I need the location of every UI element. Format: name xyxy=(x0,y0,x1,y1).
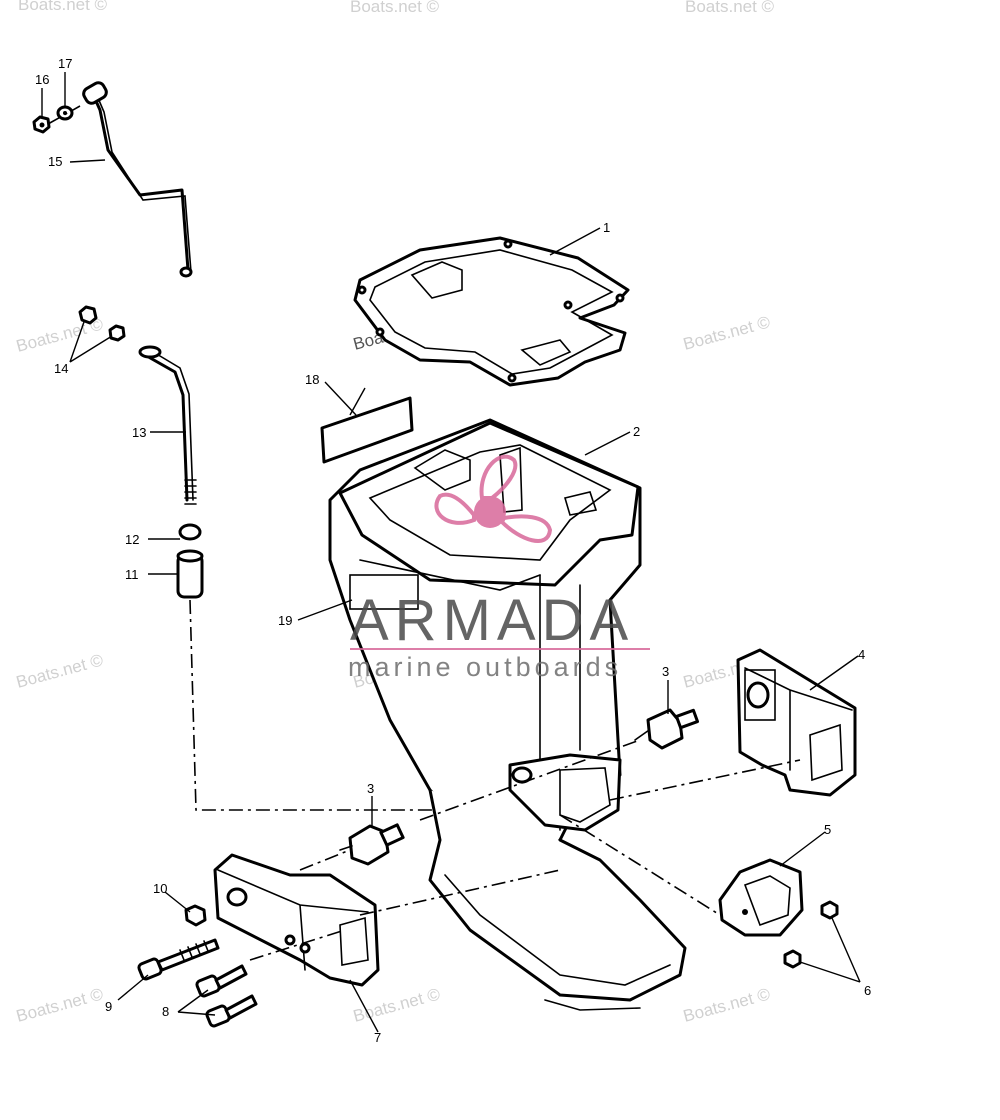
part-7-mount-bracket xyxy=(213,853,380,987)
assembly-line xyxy=(609,759,801,801)
assembly-line xyxy=(419,739,641,821)
callout-18: 18 xyxy=(305,372,319,387)
watermark: Boats.net © xyxy=(350,0,440,16)
callout-5: 5 xyxy=(824,822,831,837)
callout-19: 19 xyxy=(278,613,292,628)
callout-4: 4 xyxy=(858,647,865,662)
callout-17: 17 xyxy=(58,56,72,71)
brand-tagline: marine outboards xyxy=(348,652,622,682)
callout-6: 6 xyxy=(864,983,871,998)
part-2-driveshaft-housing xyxy=(328,418,687,1011)
callout-16: 16 xyxy=(35,72,49,87)
callout-7: 7 xyxy=(374,1030,381,1045)
assembly-line xyxy=(299,849,351,871)
part-6-bolts xyxy=(783,900,839,969)
part-1-gasket xyxy=(353,236,630,387)
assembly-line xyxy=(189,599,520,811)
watermark: Boats.net © xyxy=(351,984,442,1026)
callout-10: 10 xyxy=(153,881,167,896)
part-9-bolt xyxy=(137,938,220,981)
callout-14: 14 xyxy=(54,361,68,376)
part-19-decal xyxy=(349,574,419,610)
watermark: Boats.net © xyxy=(14,984,105,1026)
leader-lines xyxy=(41,72,861,1033)
watermark: Boats.net © xyxy=(14,650,105,692)
assembly-line xyxy=(249,929,346,961)
watermark: Boats.net © xyxy=(18,0,108,14)
callout-15: 15 xyxy=(48,154,62,169)
armada-logo: ARMADA marine outboards xyxy=(348,454,650,682)
part-3-mount-stud-right xyxy=(634,708,700,750)
callout-12: 12 xyxy=(125,532,139,547)
part-11-sleeve xyxy=(176,549,204,599)
part-16-nut xyxy=(32,115,51,134)
callout-labels: 1 2 3 3 4 5 6 7 8 9 10 11 12 13 14 15 16… xyxy=(35,56,871,1045)
callout-1: 1 xyxy=(603,220,610,235)
assembly-line xyxy=(559,814,721,916)
part-15-shift-rod xyxy=(82,81,193,278)
part-14-nuts xyxy=(78,305,126,342)
watermark: Boats.net © xyxy=(685,0,775,16)
propeller-hub-icon xyxy=(474,496,506,528)
watermark: Boats.net © xyxy=(681,312,772,354)
watermark: Boats.net © xyxy=(681,984,772,1026)
assembly-line xyxy=(359,869,561,916)
part-10-nut xyxy=(184,904,207,927)
part-12-nut xyxy=(178,523,202,541)
part-4-mount-bracket xyxy=(736,648,857,797)
part-13-rod xyxy=(138,345,197,505)
callout-3b: 3 xyxy=(367,781,374,796)
callout-11: 11 xyxy=(125,567,139,582)
callout-13: 13 xyxy=(132,425,146,440)
part-8-bolts xyxy=(195,964,258,1028)
part-17-washer xyxy=(56,105,74,121)
part-18-decal xyxy=(320,396,414,464)
part-3-mount-stud-lower xyxy=(339,823,405,866)
callout-3a: 3 xyxy=(662,664,669,679)
callout-2: 2 xyxy=(633,424,640,439)
part-5-cover xyxy=(718,858,804,937)
assembly-line xyxy=(47,105,81,125)
brand-name: ARMADA xyxy=(350,588,634,653)
callout-9: 9 xyxy=(105,999,112,1014)
callout-8: 8 xyxy=(162,1004,169,1019)
